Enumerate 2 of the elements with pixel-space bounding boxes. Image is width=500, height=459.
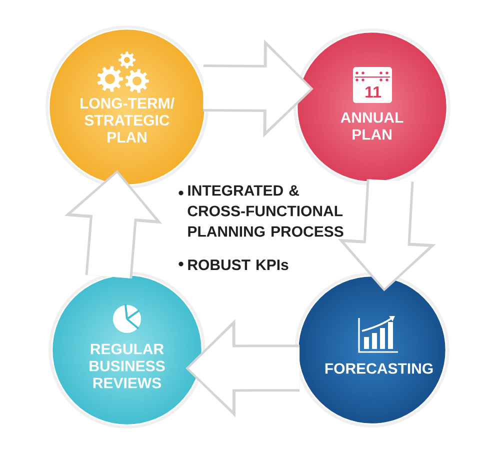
date-number: 11 [366,86,382,98]
bullet-text: ROBUST KPIs [188,260,288,270]
